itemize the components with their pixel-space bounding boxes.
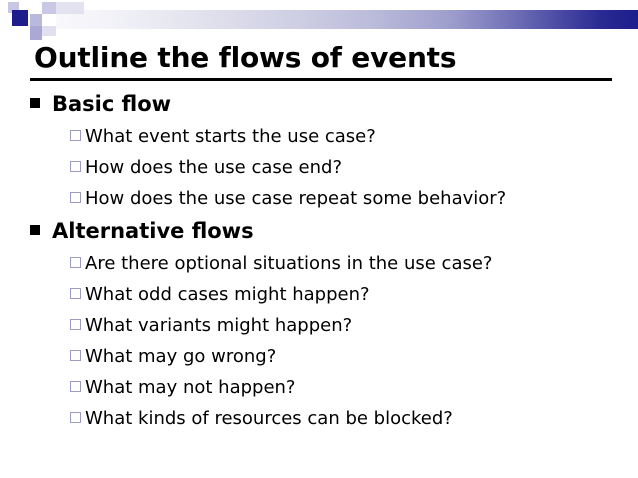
decoration-square bbox=[8, 2, 19, 13]
outline-item[interactable]: What may go wrong? bbox=[30, 346, 630, 377]
outline-heading[interactable]: Alternative flows bbox=[30, 219, 630, 253]
hollow-square-bullet-icon bbox=[70, 319, 81, 330]
decoration-square bbox=[30, 26, 42, 40]
outline-item-label: How does the use case end? bbox=[85, 157, 343, 178]
outline-item[interactable]: What odd cases might happen? bbox=[30, 284, 630, 315]
outline-item-label: How does the use case repeat some behavi… bbox=[85, 188, 507, 209]
title-underline-rule bbox=[30, 78, 612, 81]
outline-item-label: What event starts the use case? bbox=[85, 126, 376, 147]
decoration-square bbox=[12, 10, 28, 26]
outline-heading-label: Alternative flows bbox=[52, 219, 254, 243]
outline-item[interactable]: How does the use case end? bbox=[30, 157, 630, 188]
outline-item-label: Are there optional situations in the use… bbox=[85, 253, 493, 274]
outline-item[interactable]: Are there optional situations in the use… bbox=[30, 253, 630, 284]
outline-item[interactable]: What variants might happen? bbox=[30, 315, 630, 346]
outline-item[interactable]: How does the use case repeat some behavi… bbox=[30, 188, 630, 219]
decoration-square bbox=[42, 26, 56, 36]
hollow-square-bullet-icon bbox=[70, 381, 81, 392]
outline-heading[interactable]: Basic flow bbox=[30, 92, 630, 126]
decoration-square bbox=[18, 26, 30, 38]
outline-item[interactable]: What kinds of resources can be blocked? bbox=[30, 408, 630, 439]
hollow-square-bullet-icon bbox=[70, 350, 81, 361]
outline-item-label: What may not happen? bbox=[85, 377, 296, 398]
outline-heading-label: Basic flow bbox=[52, 92, 172, 116]
decoration-square bbox=[28, 2, 42, 14]
corner-square-mosaic bbox=[0, 0, 200, 46]
outline-item-label: What kinds of resources can be blocked? bbox=[85, 408, 453, 429]
decoration-square bbox=[42, 2, 56, 14]
filled-square-bullet-icon bbox=[30, 225, 40, 235]
filled-square-bullet-icon bbox=[30, 98, 40, 108]
page-title: Outline the flows of events bbox=[34, 41, 457, 74]
outline-item[interactable]: What may not happen? bbox=[30, 377, 630, 408]
hollow-square-bullet-icon bbox=[70, 288, 81, 299]
header-gradient-bar bbox=[0, 10, 638, 29]
outline-item-label: What may go wrong? bbox=[85, 346, 277, 367]
hollow-square-bullet-icon bbox=[70, 130, 81, 141]
outline-item-label: What variants might happen? bbox=[85, 315, 353, 336]
hollow-square-bullet-icon bbox=[70, 161, 81, 172]
outline-item[interactable]: What event starts the use case? bbox=[30, 126, 630, 157]
decoration-square bbox=[42, 14, 56, 26]
hollow-square-bullet-icon bbox=[70, 412, 81, 423]
hollow-square-bullet-icon bbox=[70, 257, 81, 268]
outline-item-label: What odd cases might happen? bbox=[85, 284, 370, 305]
hollow-square-bullet-icon bbox=[70, 192, 81, 203]
decoration-square bbox=[56, 2, 84, 14]
decoration-square bbox=[30, 14, 42, 26]
